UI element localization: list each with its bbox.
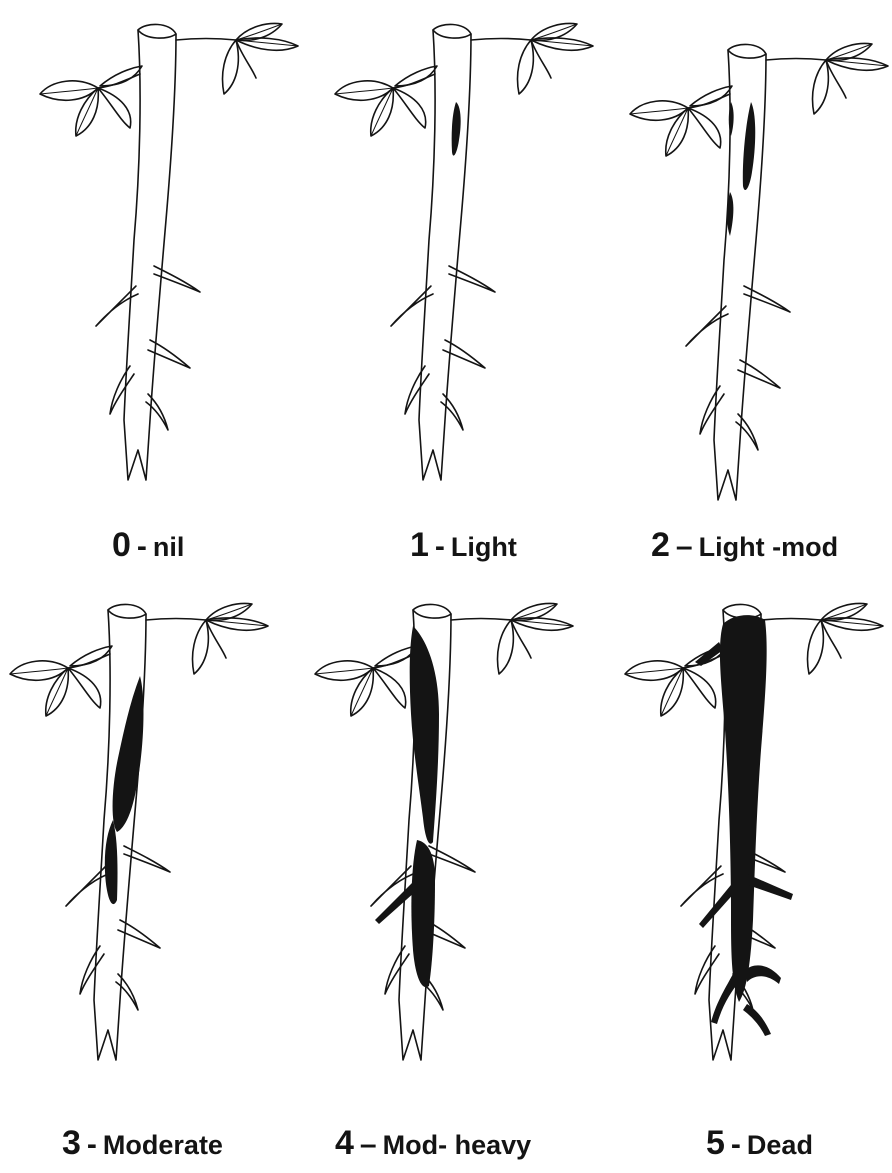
stem-top xyxy=(433,24,471,38)
score-number: 3 xyxy=(62,1124,81,1162)
root-branch xyxy=(385,946,409,994)
score-number: 5 xyxy=(706,1124,725,1162)
stem xyxy=(714,50,766,500)
lesion-mark xyxy=(743,102,755,190)
lesion-mark xyxy=(452,102,461,156)
leaf xyxy=(68,668,101,708)
root-branch xyxy=(405,366,429,414)
severity-label: Mod- heavy xyxy=(383,1130,532,1160)
petiole-right xyxy=(471,39,531,41)
leaf xyxy=(688,108,721,148)
caption-score-4: 4–Mod- heavy xyxy=(335,1126,531,1160)
score-number: 2 xyxy=(651,526,670,564)
root-branch xyxy=(110,366,134,414)
severity-label: Light -mod xyxy=(699,532,838,562)
plant-illustration-score-4 xyxy=(305,590,585,1080)
caption-score-0: 0-nil xyxy=(112,528,184,562)
lesion-mark xyxy=(410,626,439,844)
score-separator: - xyxy=(87,1128,97,1161)
leaf-vein xyxy=(335,88,393,94)
lesion-mark xyxy=(411,840,435,987)
caption-score-1: 1-Light xyxy=(410,528,517,562)
severity-label: Moderate xyxy=(103,1130,223,1160)
leaf-vein xyxy=(10,668,68,674)
plant-illustration-score-1 xyxy=(325,10,605,500)
leaf xyxy=(393,88,426,128)
plant-illustration-score-3 xyxy=(0,590,280,1080)
stem xyxy=(94,610,146,1060)
stem-top xyxy=(138,24,176,38)
leaf xyxy=(193,620,209,674)
petiole-right xyxy=(451,619,511,621)
leaf xyxy=(808,620,824,674)
plant-illustration-score-2 xyxy=(620,30,892,520)
petiole-right xyxy=(176,39,236,41)
score-number: 4 xyxy=(335,1124,354,1162)
petiole-right xyxy=(766,59,826,61)
score-number: 0 xyxy=(112,526,131,564)
leaf xyxy=(813,60,829,114)
petiole-right xyxy=(761,619,821,621)
score-separator: - xyxy=(137,530,147,563)
plant-illustration-score-5 xyxy=(615,590,892,1080)
stem-top xyxy=(728,44,766,58)
leaf xyxy=(518,40,534,94)
stem xyxy=(124,30,176,480)
lesion-mark xyxy=(743,1004,771,1036)
caption-score-2: 2–Light -mod xyxy=(651,528,838,562)
caption-score-5: 5-Dead xyxy=(706,1126,813,1160)
root-branch xyxy=(695,946,719,994)
severity-label: Dead xyxy=(747,1130,813,1160)
stem-top xyxy=(108,604,146,618)
root-branch xyxy=(80,946,104,994)
score-separator: - xyxy=(435,530,445,563)
score-separator: - xyxy=(731,1128,741,1161)
leaf xyxy=(98,88,131,128)
caption-score-3: 3-Moderate xyxy=(62,1126,223,1160)
score-number: 1 xyxy=(410,526,429,564)
leaf xyxy=(498,620,514,674)
score-separator: – xyxy=(676,530,693,563)
score-separator: – xyxy=(360,1128,377,1161)
plant-illustration-score-0 xyxy=(30,10,310,500)
petiole-right xyxy=(146,619,206,621)
leaf-vein xyxy=(315,668,373,674)
leaf-vein xyxy=(40,88,98,94)
severity-label: nil xyxy=(153,532,185,562)
lesion-mark xyxy=(105,820,118,904)
stem xyxy=(419,30,471,480)
leaf-vein xyxy=(625,668,683,674)
leaf-vein xyxy=(630,108,688,114)
leaf xyxy=(373,668,406,708)
lesion-mark xyxy=(720,615,767,1002)
leaf xyxy=(683,668,716,708)
lesion-mark xyxy=(113,676,144,832)
lesion-mark xyxy=(745,965,781,984)
severity-label: Light xyxy=(451,532,517,562)
stem-top xyxy=(413,604,451,618)
root-branch xyxy=(700,386,724,434)
leaf xyxy=(223,40,239,94)
lesion-mark xyxy=(375,882,415,924)
